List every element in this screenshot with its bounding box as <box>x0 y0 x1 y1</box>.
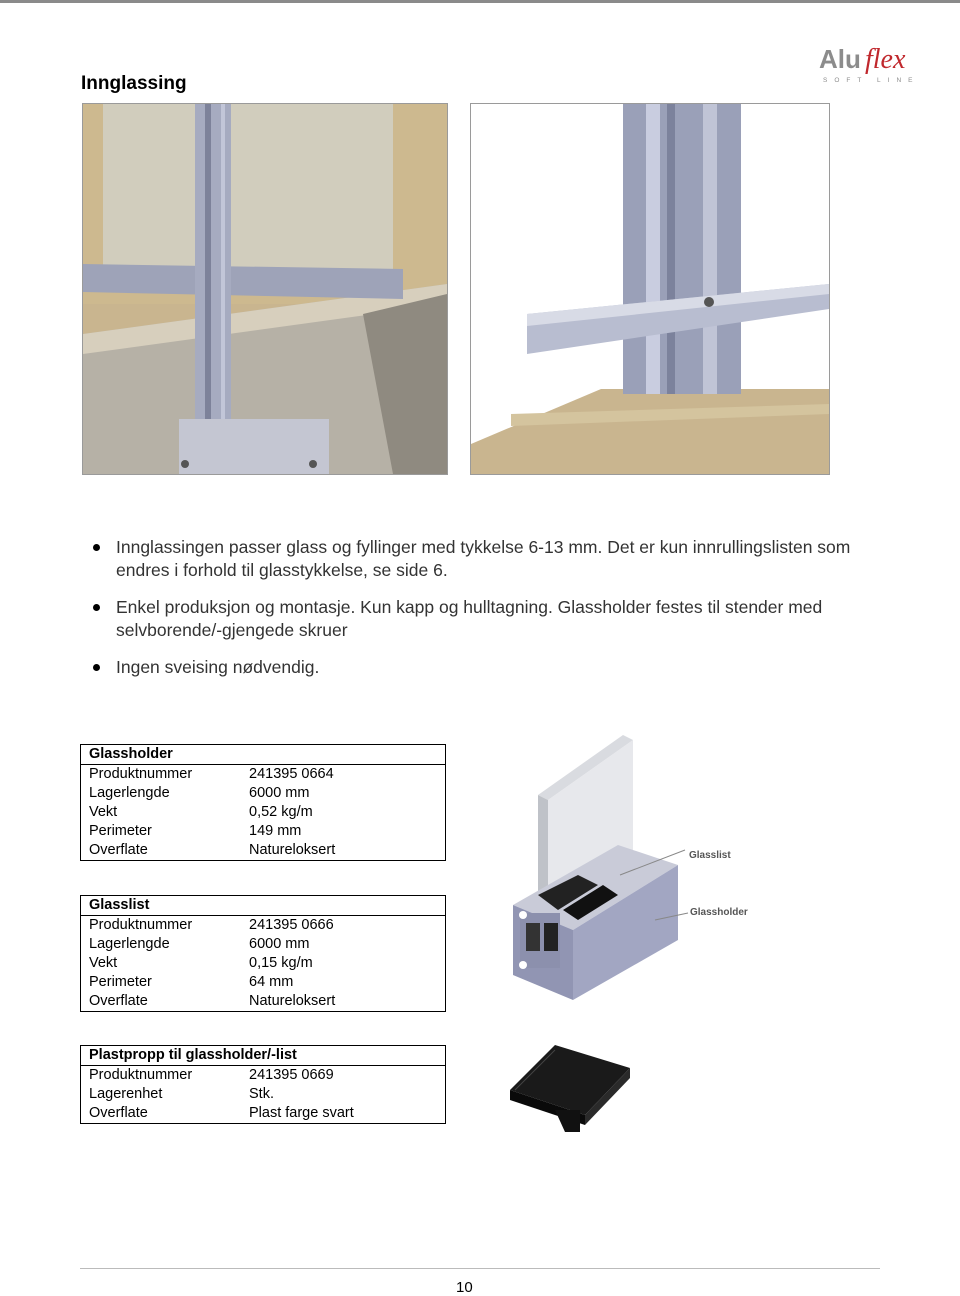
row-value: 241395 0666 <box>249 917 334 933</box>
table-row: Lagerlengde 6000 mm <box>81 784 446 803</box>
table-row: Overflate Natureloksert <box>81 841 446 861</box>
row-key: Produktnummer <box>89 917 193 933</box>
table-row: Produktnummer 241395 0666 <box>81 916 446 936</box>
table-row: Overflate Plast farge svart <box>81 1104 446 1124</box>
installation-photo-left <box>82 103 448 475</box>
row-value: 0,15 kg/m <box>249 955 313 971</box>
list-item-text: Ingen sveising nødvendig. <box>116 657 320 677</box>
row-value: 149 mm <box>249 823 302 839</box>
spec-table-glassholder: Glassholder Produktnummer 241395 0664 Lag… <box>80 744 446 861</box>
table-row: Vekt 0,52 kg/m <box>81 803 446 822</box>
callout-lines <box>619 849 689 921</box>
footer-rule <box>80 1268 880 1269</box>
row-value: 241395 0664 <box>249 766 334 782</box>
row-key: Perimeter <box>89 823 152 839</box>
row-key: Lagerlengde <box>89 936 170 952</box>
list-item: Ingen sveising nødvendig. <box>90 656 880 679</box>
page-number: 10 <box>456 1279 473 1296</box>
spec-table-plastpropp: Plastpropp til glassholder/-list Produkt… <box>80 1045 446 1124</box>
list-item: Innglassingen passer glass og fyllinger … <box>90 536 880 582</box>
spec-table-glasslist: Glasslist Produktnummer 241395 0666 Lager… <box>80 895 446 1012</box>
svg-text:SOFT LINE: SOFT LINE <box>823 77 919 84</box>
section-title: Innglassing <box>81 73 187 94</box>
top-rule <box>0 0 960 3</box>
row-value: Plast farge svart <box>249 1105 354 1121</box>
table-row: Perimeter 64 mm <box>81 973 446 992</box>
row-key: Overflate <box>89 1105 148 1121</box>
row-value: 64 mm <box>249 974 294 990</box>
list-item-text: Enkel produksjon og montasje. Kun kapp o… <box>116 597 823 640</box>
table-row: Produktnummer 241395 0669 <box>81 1066 446 1086</box>
row-key: Produktnummer <box>89 1067 193 1083</box>
table-row: Lagerenhet Stk. <box>81 1085 446 1104</box>
row-key: Vekt <box>89 804 118 820</box>
aluflex-logo: Alu flex SOFT LINE <box>815 40 925 90</box>
table-title: Glassholder <box>80 744 446 765</box>
bullet-icon <box>93 664 100 671</box>
row-value: 6000 mm <box>249 936 310 952</box>
row-value: Natureloksert <box>249 842 336 858</box>
row-key: Overflate <box>89 993 148 1009</box>
table-row: Vekt 0,15 kg/m <box>81 954 446 973</box>
plug-illustration <box>505 1040 645 1135</box>
svg-text:flex: flex <box>865 44 906 75</box>
row-value: 241395 0669 <box>249 1067 334 1083</box>
row-key: Overflate <box>89 842 148 858</box>
profile-illustration <box>508 735 688 1035</box>
row-key: Lagerlengde <box>89 785 170 801</box>
table-row: Perimeter 149 mm <box>81 822 446 841</box>
table-row: Overflate Natureloksert <box>81 992 446 1012</box>
svg-text:Alu: Alu <box>819 44 861 74</box>
row-key: Perimeter <box>89 974 152 990</box>
row-key: Produktnummer <box>89 766 193 782</box>
table-title: Glasslist <box>80 895 446 916</box>
row-key: Lagerenhet <box>89 1086 163 1102</box>
installation-photo-right <box>470 103 830 475</box>
callout-glassholder: Glassholder <box>690 907 748 918</box>
list-item-text: Innglassingen passer glass og fyllinger … <box>116 537 851 580</box>
bullet-icon <box>93 604 100 611</box>
bullet-icon <box>93 544 100 551</box>
feature-list: Innglassingen passer glass og fyllinger … <box>90 536 880 693</box>
row-key: Vekt <box>89 955 118 971</box>
table-row: Lagerlengde 6000 mm <box>81 935 446 954</box>
list-item: Enkel produksjon og montasje. Kun kapp o… <box>90 596 880 642</box>
row-value: Stk. <box>249 1086 274 1102</box>
table-row: Produktnummer 241395 0664 <box>81 765 446 785</box>
callout-glasslist: Glasslist <box>689 850 731 861</box>
table-title: Plastpropp til glassholder/-list <box>80 1045 446 1066</box>
row-value: 6000 mm <box>249 785 310 801</box>
row-value: Natureloksert <box>249 993 336 1009</box>
row-value: 0,52 kg/m <box>249 804 313 820</box>
